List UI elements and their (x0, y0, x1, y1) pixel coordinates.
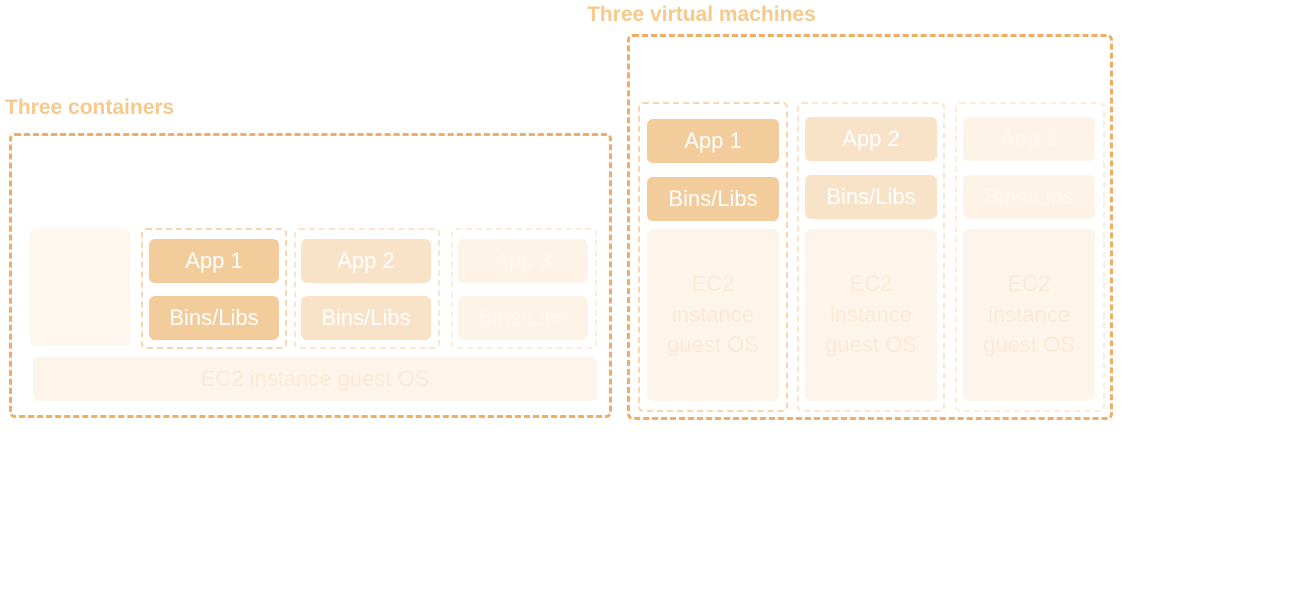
vm-3 (955, 102, 1105, 412)
containers-group (9, 133, 612, 418)
container-2-libs: Bins/Libs (301, 296, 431, 340)
container-1-libs: Bins/Libs (149, 296, 279, 340)
vm-1-libs: Bins/Libs (647, 177, 779, 221)
vm-2 (797, 102, 945, 412)
vm-1 (638, 102, 788, 412)
vm-1-app: App 1 (647, 119, 779, 163)
container-3 (451, 228, 597, 349)
vms-title: Three virtual machines (587, 3, 816, 26)
container-1 (141, 228, 287, 349)
vm-3-guest-os: EC2 instance guest OS (963, 229, 1095, 401)
vm-3-app: App 3 (963, 117, 1095, 161)
vm-2-guest-os: EC2 instance guest OS (805, 229, 937, 401)
container-1-app: App 1 (149, 239, 279, 283)
containers-title: Three containers (5, 96, 175, 119)
vm-1-guest-os: EC2 instance guest OS (647, 229, 779, 401)
container-2-app: App 2 (301, 239, 431, 283)
faint-side-panel (30, 228, 130, 346)
containers-guest-os: EC2 instance guest OS (33, 357, 597, 401)
container-3-libs: Bins/Libs (458, 296, 588, 340)
vm-2-libs: Bins/Libs (805, 175, 937, 219)
container-2 (294, 228, 440, 349)
vms-group (627, 34, 1113, 420)
vm-2-app: App 2 (805, 117, 937, 161)
container-3-app: App 3 (458, 239, 588, 283)
vm-3-libs: Bins/Libs (963, 175, 1095, 219)
